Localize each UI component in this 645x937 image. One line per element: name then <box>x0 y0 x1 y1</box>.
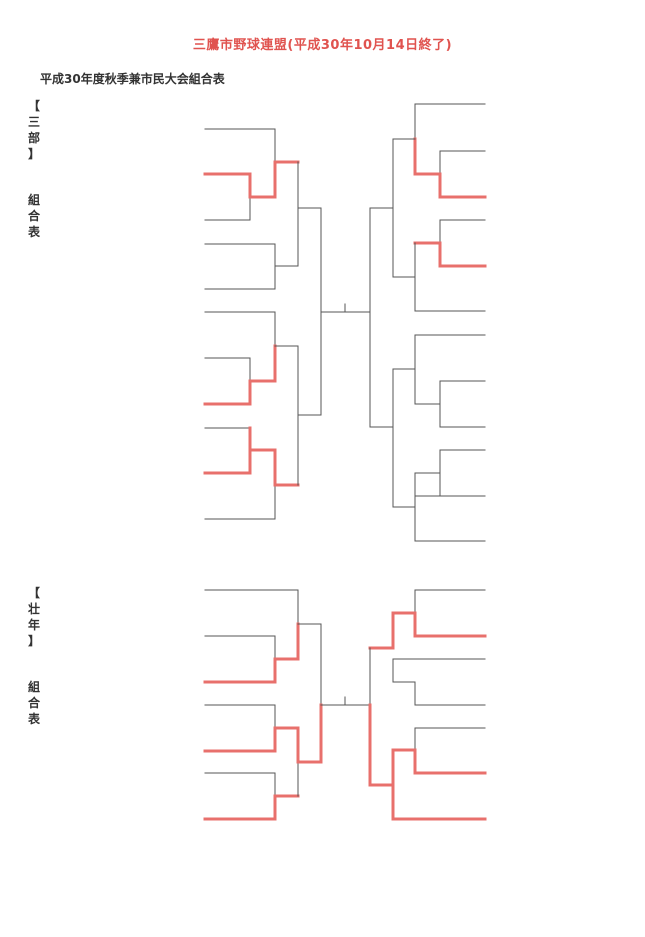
division-label-char: 組 <box>27 193 40 207</box>
division-label-char: 【 <box>27 99 40 113</box>
division-label-char: 部 <box>27 131 40 145</box>
division-label-sanbu: 【三部】組合表 <box>22 98 46 240</box>
division-label-char: 表 <box>27 712 40 726</box>
division-label-char: 合 <box>27 209 40 223</box>
division-label-char: 】 <box>27 147 40 161</box>
division-label-char: 壮 <box>27 602 40 616</box>
division-label-char: 【 <box>27 586 40 600</box>
division-label-char: 表 <box>27 225 40 239</box>
tournament-subtitle: 平成30年度秋季兼市民大会組合表 <box>40 72 225 86</box>
division-label-char: 三 <box>27 115 40 129</box>
division-label-char: 合 <box>27 696 40 710</box>
division-label-sonen: 【壮年】組合表 <box>22 585 46 727</box>
division-label-char: 】 <box>27 634 40 648</box>
page-title: 三鷹市野球連盟(平成30年10月14日終了) <box>192 38 453 53</box>
division-label-char: 年 <box>27 618 40 632</box>
division-label-char: 組 <box>27 680 40 694</box>
